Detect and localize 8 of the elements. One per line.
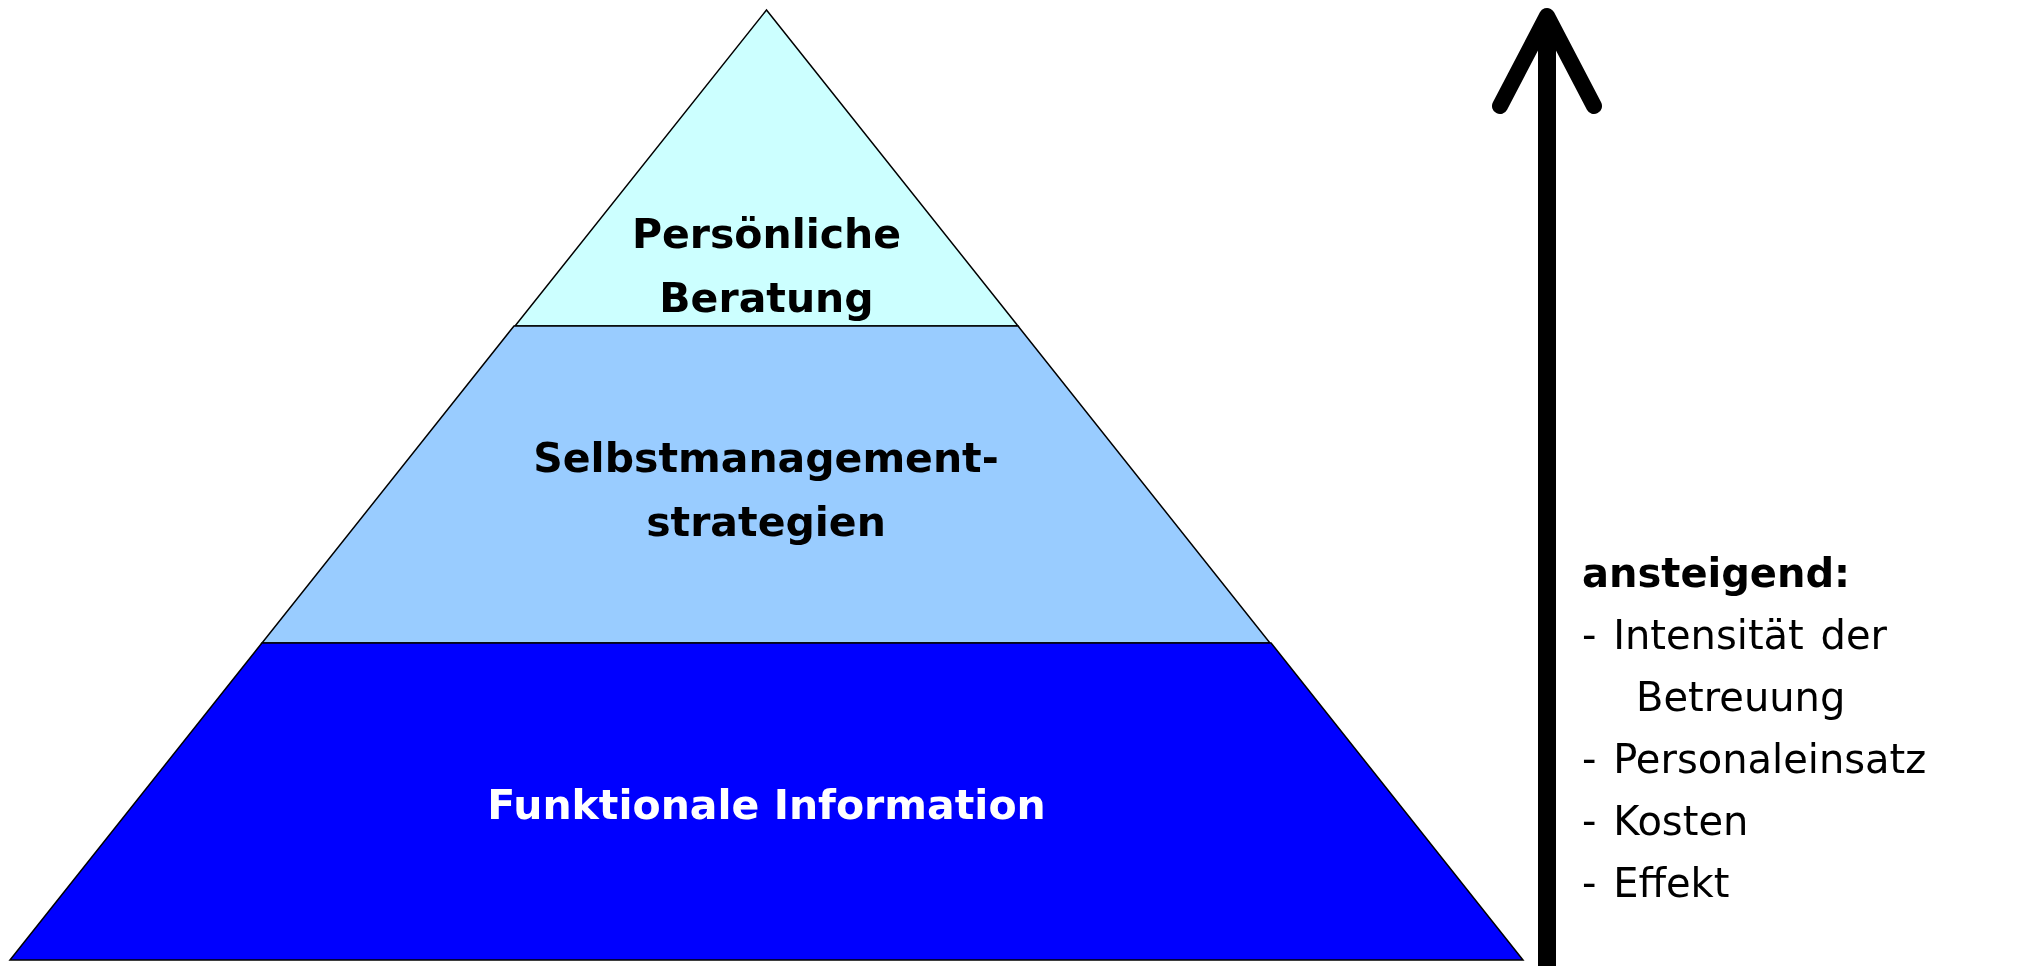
level-label: Persönliche Beratung [630,209,903,324]
level-label: Funktionale Information [487,780,1046,831]
list-item: - Personaleinsatz [1582,735,1928,784]
level-label: Selbstmanagement- strategien [532,433,1000,548]
heading: ansteigend: [1582,549,1852,598]
list-item: - Effekt [1582,859,1731,908]
list-item: - Intensität der Betreuung [1582,611,1888,722]
list-item: - Kosten [1582,797,1750,846]
